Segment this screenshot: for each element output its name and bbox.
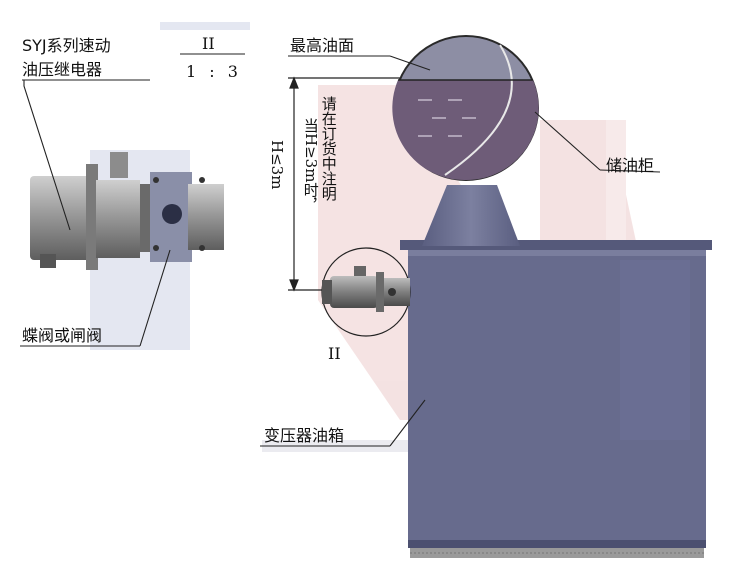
oil-level-symbol bbox=[418, 99, 476, 137]
transformer-tank-label: 变压器油箱 bbox=[264, 426, 345, 445]
detail-marker-label: II bbox=[328, 344, 341, 363]
valve-label: 蝶阀或闸阀 bbox=[22, 326, 103, 345]
scale-label: 1 : 3 bbox=[186, 62, 242, 81]
height-label-3: 请在订货中注明 bbox=[319, 96, 338, 201]
conservator-support bbox=[422, 185, 520, 246]
conservator-label: 储油柜 bbox=[606, 156, 655, 175]
leader-lines bbox=[20, 53, 661, 447]
height-dimension bbox=[288, 76, 400, 292]
transformer-tank bbox=[400, 240, 712, 558]
height-label-1: H≤3m bbox=[267, 140, 286, 190]
relay-title-line2: 油压继电器 bbox=[22, 60, 103, 79]
large-relay bbox=[30, 152, 224, 270]
relay-title-line1: SYJ系列速动 bbox=[22, 36, 111, 55]
height-label-2: 当H≥3m时， bbox=[301, 118, 320, 213]
view-roman-label: II bbox=[202, 34, 215, 53]
conservator-tank bbox=[392, 35, 539, 181]
max-oil-level-label: 最高油面 bbox=[290, 36, 355, 55]
small-relay bbox=[322, 266, 410, 312]
